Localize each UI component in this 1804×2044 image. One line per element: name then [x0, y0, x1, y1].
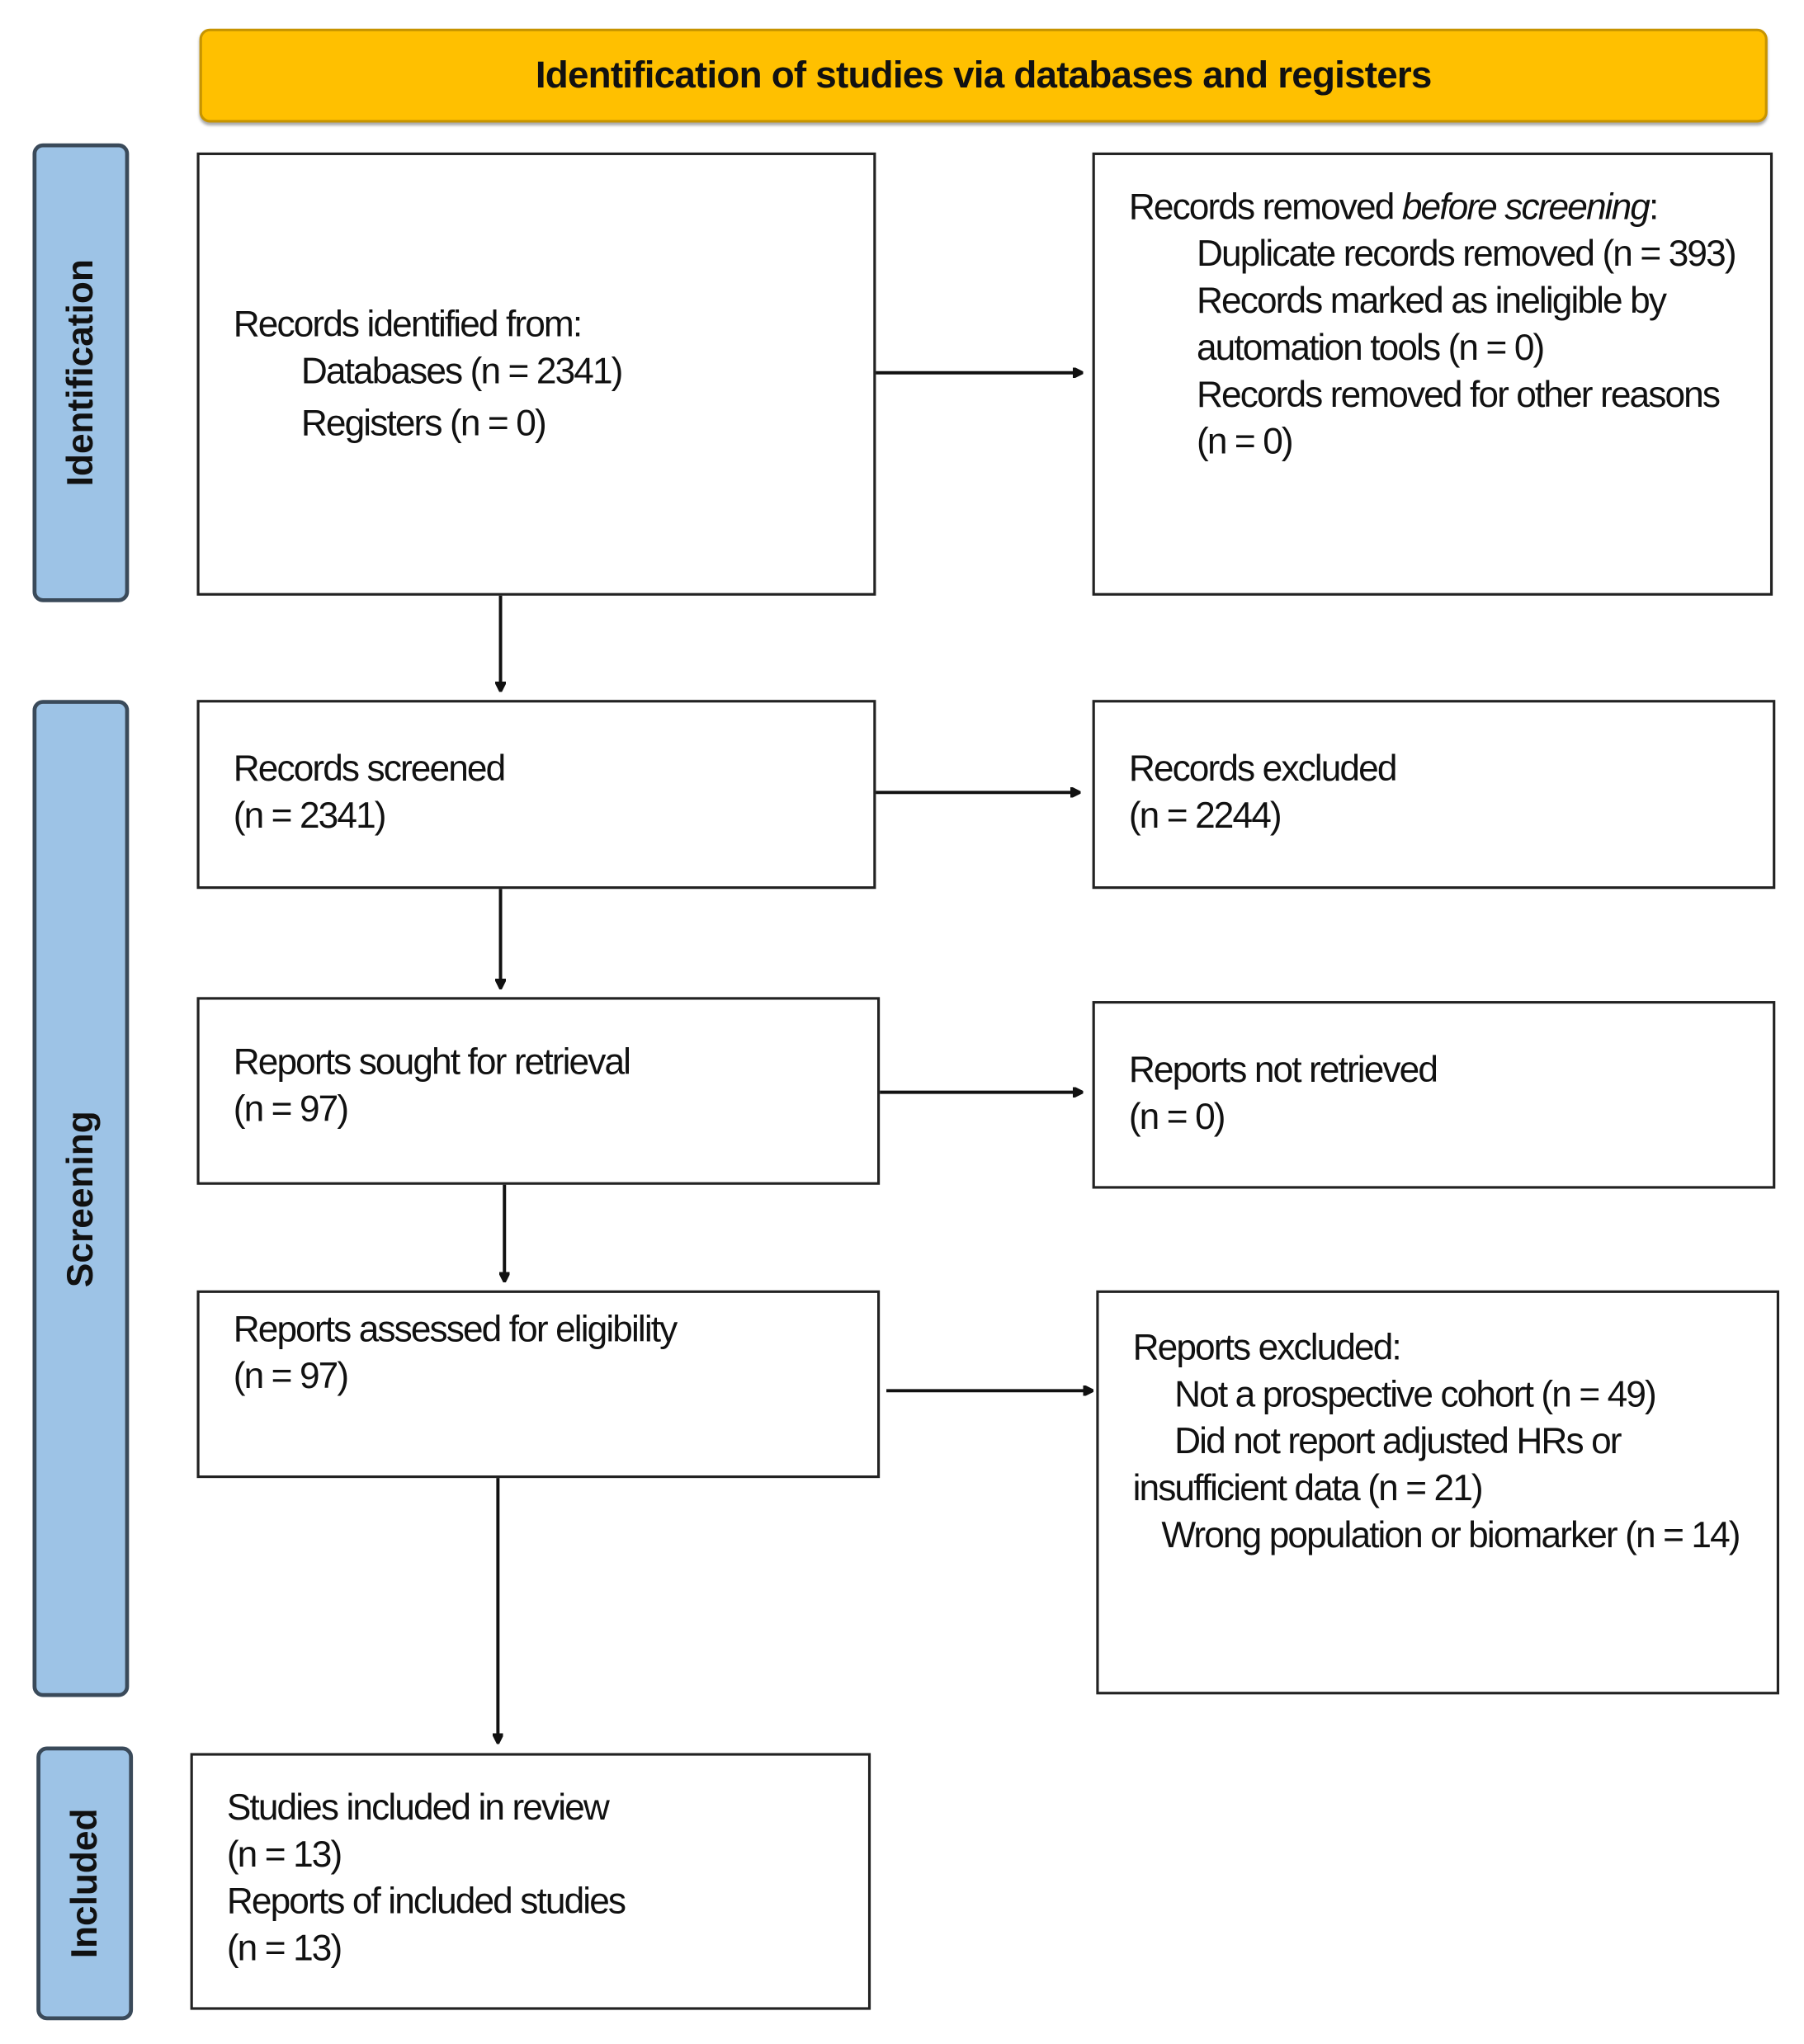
studies-included-box: Studies included in review (n = 13) Repor…: [190, 1753, 871, 2010]
box-title: Records excluded: [1128, 748, 1398, 789]
box-title: Reports not retrieved: [1128, 1049, 1438, 1090]
ineligible-count: Records marked as ineligible by automati…: [1196, 280, 1667, 368]
other-removed-count: Records removed for other reasons (n = 0…: [1196, 374, 1721, 462]
reports-excluded-box: Reports excluded: Not a prospective coho…: [1096, 1290, 1780, 1695]
box-title: Studies included in review: [226, 1787, 610, 1828]
section-header: Identification of studies via databases …: [199, 28, 1768, 123]
phase-included: Included: [36, 1746, 134, 2021]
exclusion-reason: Not a prospective cohort (n = 49): [1174, 1373, 1657, 1414]
records-screened-box: Records screened (n = 2341): [196, 700, 876, 890]
reports-sought-box: Reports sought for retrieval (n = 97): [196, 997, 881, 1185]
box-title: Reports of included studies: [226, 1881, 626, 1922]
box-title: Reports sought for retrieval: [233, 1041, 631, 1082]
colon: :: [1648, 186, 1659, 227]
exclusion-reason: Wrong population or biomarker (n = 14): [1161, 1514, 1740, 1555]
count: (n = 97): [233, 1355, 349, 1396]
count: (n = 13): [226, 1834, 342, 1875]
exclusion-reason: Did not report adjusted HRs or insuffici…: [1132, 1420, 1622, 1508]
box-title: Records screened: [233, 748, 506, 789]
count: (n = 2244): [1128, 795, 1282, 836]
count: (n = 97): [233, 1088, 349, 1129]
phase-screening: Screening: [32, 700, 130, 1697]
box-title: Records removed: [1128, 186, 1402, 227]
count: (n = 2341): [233, 795, 387, 836]
phase-identification: Identification: [32, 143, 130, 602]
records-removed-box: Records removed before screening: Duplic…: [1092, 152, 1773, 596]
records-excluded-box: Records excluded (n = 2244): [1092, 700, 1776, 890]
registers-count: Registers (n = 0): [300, 403, 547, 444]
reports-not-retrieved-box: Reports not retrieved (n = 0): [1092, 1001, 1776, 1189]
records-identified-box: Records identified from: Databases (n = …: [196, 152, 876, 596]
box-title-italic: before screening: [1401, 186, 1651, 227]
count: (n = 0): [1128, 1096, 1226, 1137]
reports-assessed-box: Reports assessed for eligibility (n = 97): [196, 1290, 881, 1479]
box-title: Reports assessed for eligibility: [233, 1308, 678, 1349]
box-title: Reports excluded:: [1132, 1326, 1402, 1367]
databases-count: Databases (n = 2341): [300, 350, 624, 391]
duplicates-count: Duplicate records removed (n = 393): [1196, 233, 1737, 274]
box-title: Records identified from:: [233, 304, 583, 344]
count: (n = 13): [226, 1928, 342, 1969]
